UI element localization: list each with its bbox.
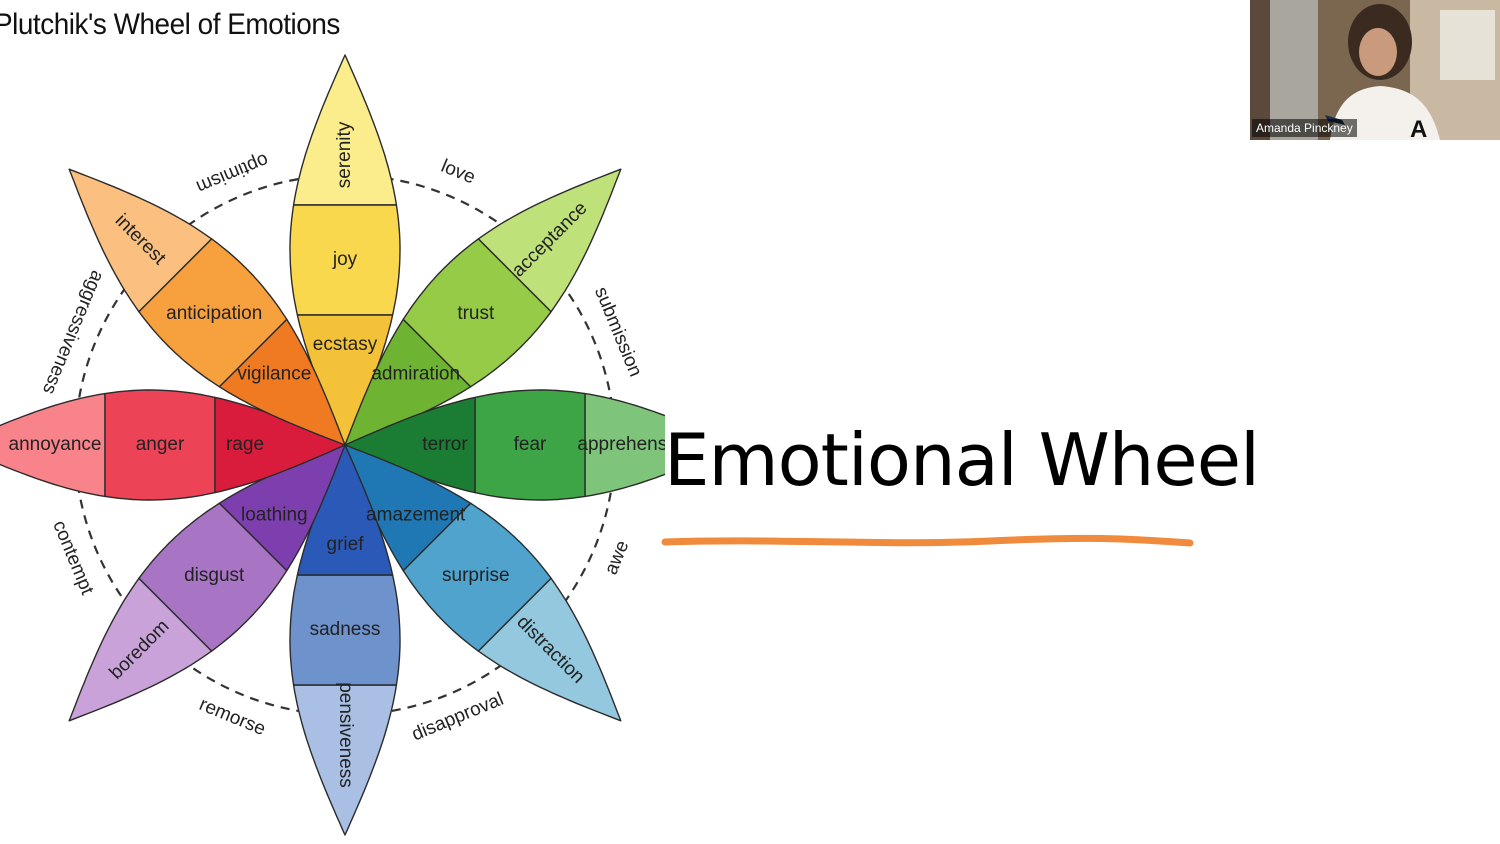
title-underline xyxy=(661,534,1194,547)
title-underline-stroke xyxy=(661,534,1194,547)
emotion-label-annoyance: annoyance xyxy=(9,434,102,455)
emotion-label-anger: anger xyxy=(136,434,185,455)
slide-title: Emotional Wheel xyxy=(664,418,1260,502)
dyad-label-submission: submission xyxy=(590,284,646,380)
petal-disgust xyxy=(138,502,288,652)
emotion-label-ecstasy: ecstasy xyxy=(313,334,378,355)
emotion-label-vigilance: vigilance xyxy=(237,363,311,384)
emotion-label-pensiveness: pensiveness xyxy=(335,682,356,788)
petal-apprehension xyxy=(584,392,665,498)
emotion-label-trust: trust xyxy=(457,303,495,324)
emotion-label-apprehension: apprehension xyxy=(577,434,665,455)
emotion-label-amazement: amazement xyxy=(366,505,466,526)
dyad-label-disapproval: disapproval xyxy=(409,689,507,746)
petal-annoyance xyxy=(0,392,106,498)
petal-anger xyxy=(104,389,216,501)
participant-video-frame: A xyxy=(1250,0,1500,140)
emotion-label-terror: terror xyxy=(422,434,468,455)
petal-distraction xyxy=(477,577,622,722)
emotion-label-serenity: serenity xyxy=(334,121,355,188)
emotion-label-anticipation: anticipation xyxy=(166,303,262,324)
petal-acceptance xyxy=(477,168,622,313)
emotion-label-sadness: sadness xyxy=(310,619,381,640)
petal-boredom xyxy=(68,577,213,722)
participant-name-label: Amanda Pinckney xyxy=(1252,119,1357,137)
petal-joy xyxy=(289,204,401,316)
emotion-label-rage: rage xyxy=(226,434,264,455)
emotion-label-disgust: disgust xyxy=(184,565,245,586)
emotion-label-admiration: admiration xyxy=(371,363,460,384)
emotion-label-surprise: surprise xyxy=(442,565,510,586)
emotion-label-loathing: loathing xyxy=(241,505,308,526)
participant-video[interactable]: A Amanda Pinckney xyxy=(1250,0,1500,140)
petal-serenity xyxy=(292,54,398,206)
petal-surprise xyxy=(402,502,552,652)
emotion-label-grief: grief xyxy=(327,534,365,555)
petal-anticipation xyxy=(138,238,288,388)
svg-text:A: A xyxy=(1410,116,1427,140)
petal-fear xyxy=(474,389,586,501)
petal-sadness xyxy=(289,574,401,686)
petal-trust xyxy=(402,238,552,388)
dyad-label-aggressiveness: aggressiveness xyxy=(38,267,108,397)
emotion-wheel: ecstasyjoyserenityadmirationtrustaccepta… xyxy=(0,54,665,836)
petal-vigilance xyxy=(218,318,346,446)
petal-pensiveness xyxy=(292,684,398,836)
dyad-label-contempt: contempt xyxy=(48,518,98,599)
emotion-label-fear: fear xyxy=(514,434,547,455)
dyad-label-awe: awe xyxy=(601,538,634,578)
emotion-label-joy: joy xyxy=(332,249,358,270)
petal-interest xyxy=(68,168,213,313)
dyad-label-love: love xyxy=(438,156,478,189)
figure-title: Plutchik's Wheel of Emotions xyxy=(0,8,340,41)
